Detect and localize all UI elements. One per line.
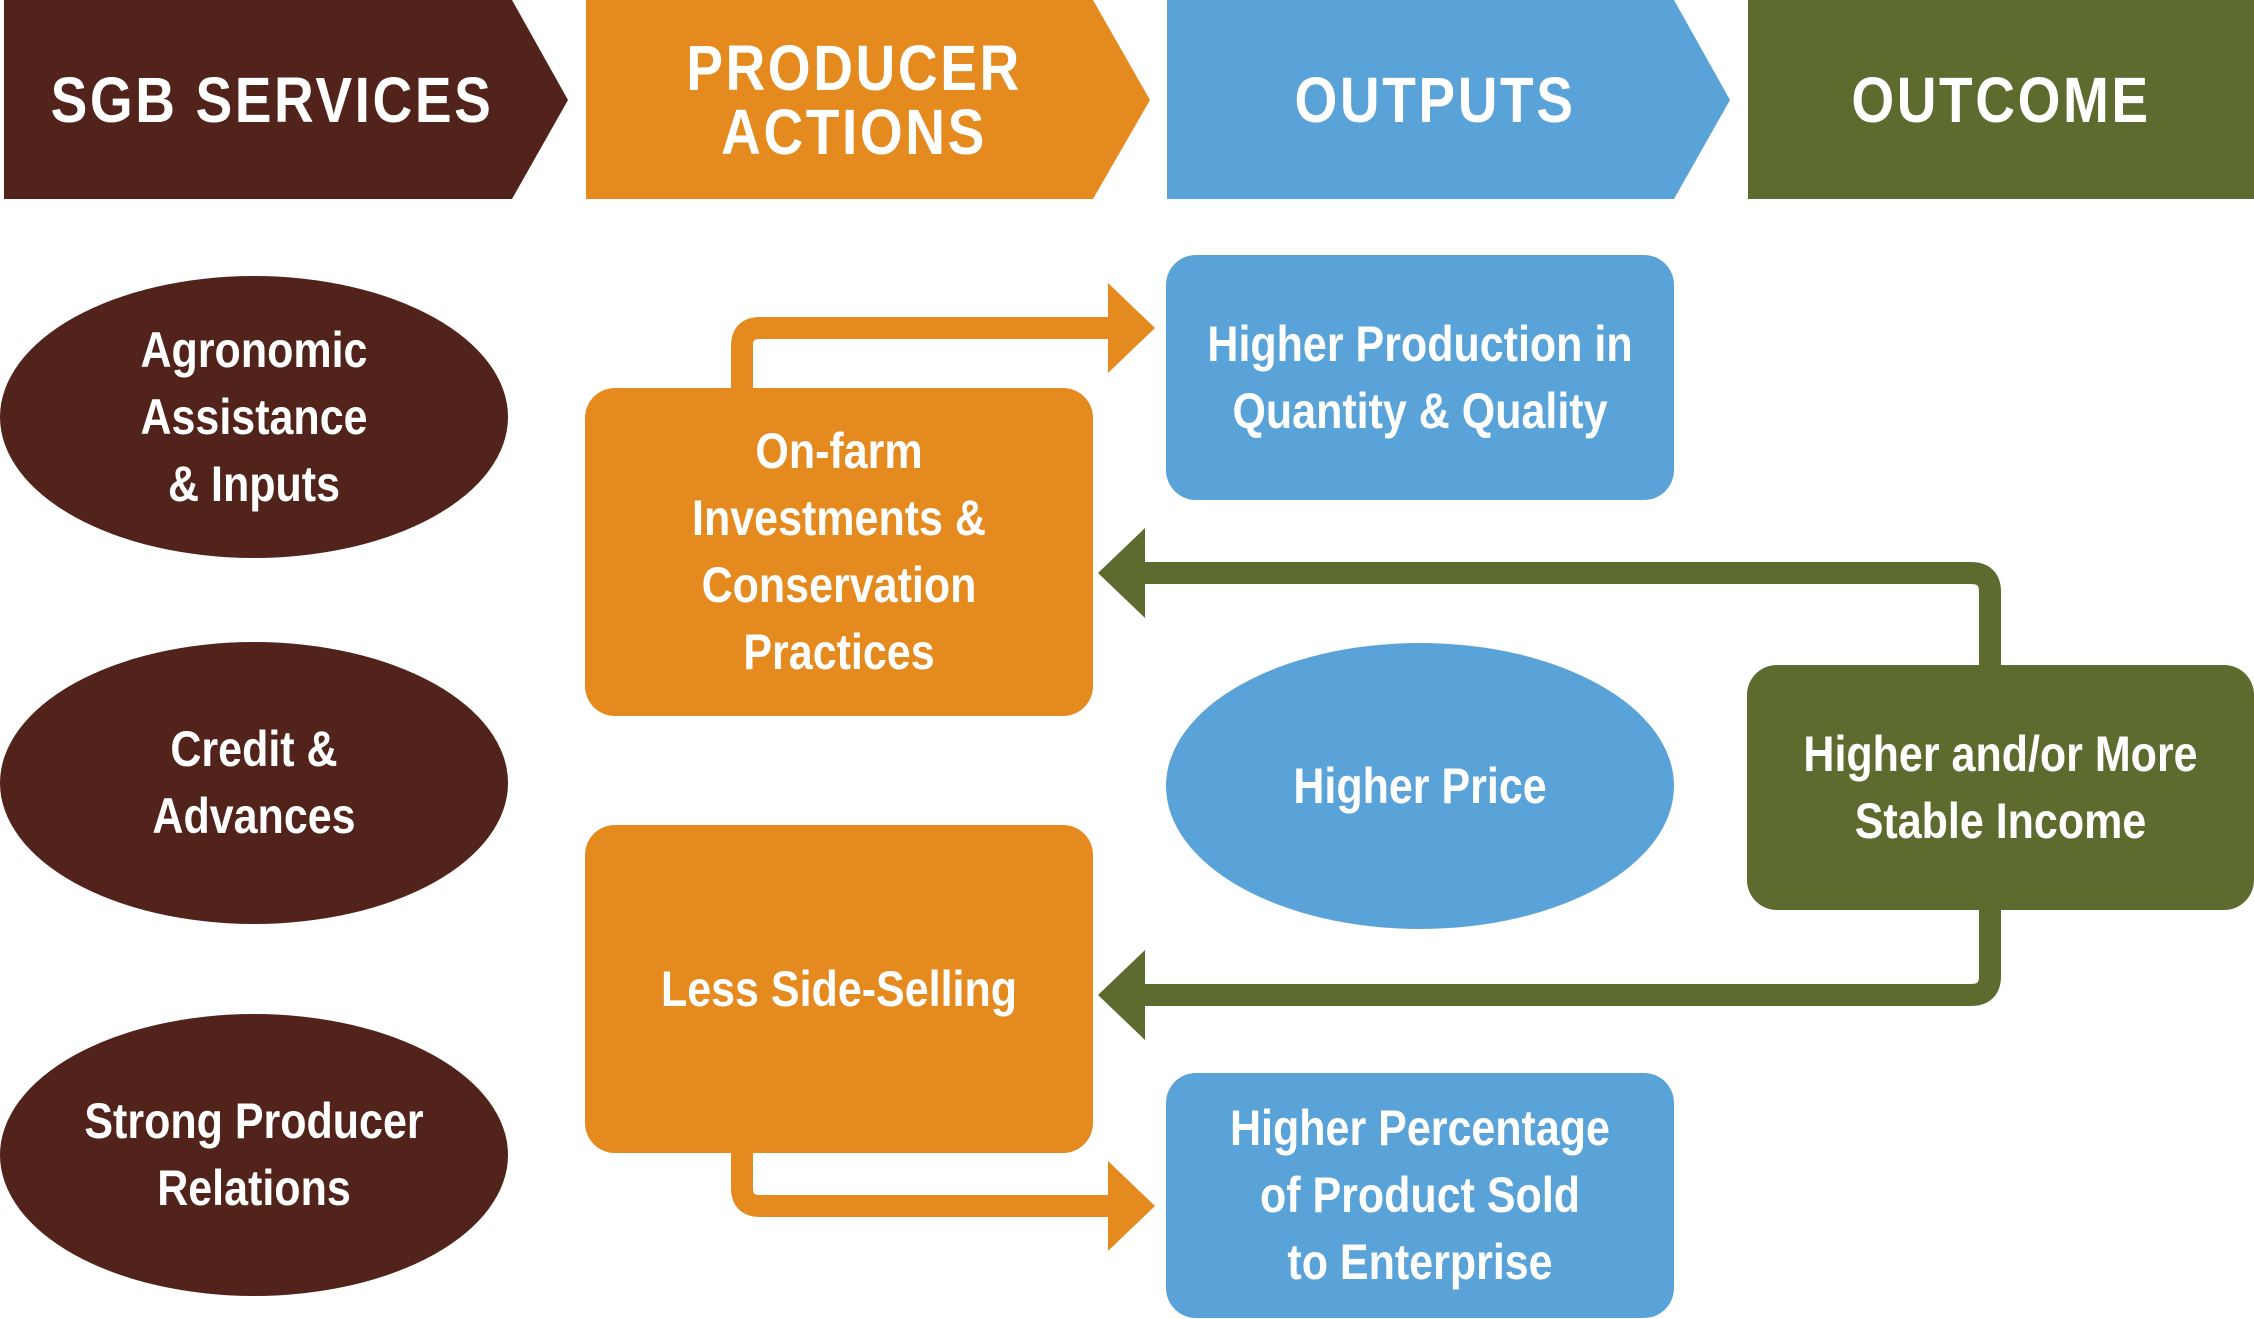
label-line: Credit & <box>170 721 338 777</box>
label-line: to Enterprise <box>1287 1234 1553 1290</box>
label-line: Strong Producer <box>84 1093 424 1149</box>
header-outcome-label: OUTCOME <box>1783 0 2218 199</box>
label-line: Higher Percentage <box>1230 1100 1610 1156</box>
header-outputs-label: OUTPUTS <box>1205 0 1666 199</box>
label-line: OUTCOME <box>1851 63 2151 136</box>
label-line: Practices <box>743 624 935 680</box>
output-price-shape <box>1166 643 1674 929</box>
label-line: & Inputs <box>168 455 340 512</box>
output-percentage-shape <box>1166 1073 1674 1318</box>
action-sideselling-label-lines: Less Side-Selling <box>661 956 1017 1023</box>
header-outputs-label-lines: OUTPUTS <box>1294 68 1575 132</box>
output-price-label-lines: Higher Price <box>1293 753 1546 820</box>
action-onfarm-shape <box>585 388 1093 716</box>
arrowhead-to-onfarm <box>1098 528 1145 618</box>
label-line: PRODUCER <box>686 31 1022 104</box>
label-line: of Product Sold <box>1259 1167 1581 1223</box>
action-sideselling-label: Less Side-Selling <box>621 825 1058 1153</box>
connector-sideselling-to-percentage <box>731 1150 1110 1217</box>
header-outputs-shape <box>1167 0 1730 199</box>
service-relations-shape <box>0 1014 508 1296</box>
label-line: Agronomic <box>140 321 368 378</box>
output-production-label-lines: Higher Production in Quantity & Quality <box>1207 311 1632 445</box>
header-sgb-shape <box>4 0 568 199</box>
header-sgb-label: SGB SERVICES <box>42 0 503 199</box>
service-credit-shape <box>0 642 508 924</box>
label-line: Less Side-Selling <box>660 960 1018 1017</box>
action-sideselling-shape <box>585 825 1093 1153</box>
service-credit-label: Credit & Advances <box>36 642 473 924</box>
output-price-label: Higher Price <box>1202 643 1639 929</box>
label-line: SGB SERVICES <box>50 63 494 136</box>
label-line: Conservation <box>701 557 977 613</box>
outcome-income-shape <box>1747 665 2254 910</box>
service-agronomic-shape <box>0 276 508 558</box>
output-production-shape <box>1166 255 1674 500</box>
label-line: Relations <box>157 1160 351 1216</box>
output-production-label: Higher Production in Quantity & Quality <box>1202 255 1639 500</box>
output-percentage-label-lines: Higher Percentage of Product Sold to Enter… <box>1230 1095 1610 1296</box>
arrowhead-to-sideselling <box>1098 950 1145 1040</box>
label-line: Higher Price <box>1293 757 1547 814</box>
connector-income-to-sideselling <box>1142 908 2001 1006</box>
label-line: Assistance <box>140 388 368 445</box>
arrowhead-to-percentage <box>1108 1161 1155 1251</box>
label-line: ACTIONS <box>721 95 987 168</box>
service-credit-label-lines: Credit & Advances <box>152 716 355 850</box>
header-producer-shape <box>586 0 1150 199</box>
label-line: Higher Production in <box>1207 315 1633 372</box>
label-line: Stable Income <box>1854 792 2147 849</box>
label-line: Advances <box>152 788 356 844</box>
connector-onfarm-to-production <box>731 317 1110 390</box>
label-line: Higher and/or More <box>1803 725 2198 782</box>
connector-income-to-onfarm <box>1142 562 2001 668</box>
header-outcome-label-lines: OUTCOME <box>1851 68 2150 132</box>
label-line: Quantity & Quality <box>1232 382 1608 439</box>
output-percentage-label: Higher Percentage of Product Sold to Enter… <box>1202 1073 1639 1318</box>
label-line: OUTPUTS <box>1294 63 1576 136</box>
header-outcome-shape <box>1748 0 2254 199</box>
label-line: Investments & <box>692 490 986 546</box>
header-sgb-label-lines: SGB SERVICES <box>51 68 494 132</box>
arrowhead-to-production <box>1108 283 1155 373</box>
label-line: On-farm <box>755 423 923 479</box>
